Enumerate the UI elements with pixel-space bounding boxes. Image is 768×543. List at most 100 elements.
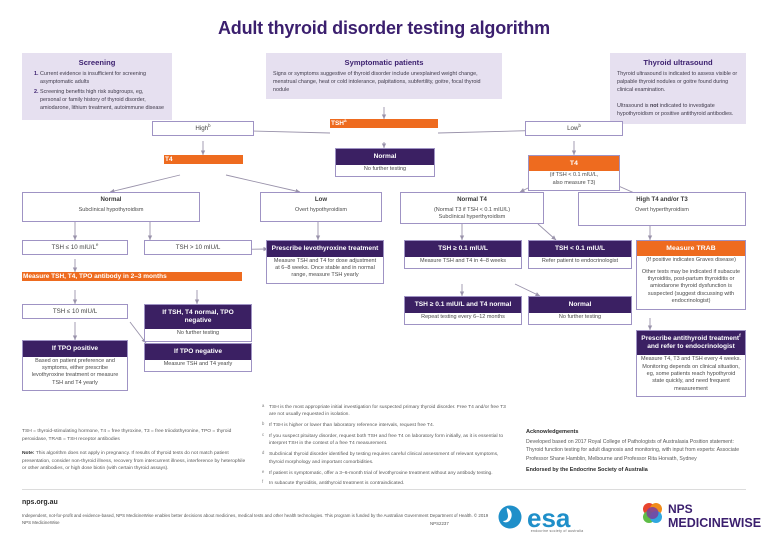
node-tsh-ge-01-t4-normal[interactable]: TSH ≥ 0.1 mIU/L and T4 normal Repeat tes… (404, 296, 522, 325)
node-tsh-t4-normal-tpo-negative-header: If TSH, T4 normal, TPO negative (145, 305, 251, 330)
node-tpo-negative[interactable]: If TPO negative Measure TSH and T4 yearl… (144, 343, 252, 372)
node-tpo-negative-body: Measure TSH and T4 yearly (163, 360, 233, 367)
abbreviations-text: TSH = thyroid-stimulating hormone, T4 = … (22, 429, 232, 442)
footnote-marker: b (262, 421, 265, 427)
symptomatic-panel: Symptomatic patients Signs or symptoms s… (266, 53, 502, 100)
screening-list: Current evidence is insufficient for scr… (22, 70, 172, 120)
node-prescribe-antithyroid-header: Prescribe antithyroid treatmentf and ref… (637, 331, 745, 356)
node-normal-no-further-body: No further testing (558, 313, 602, 320)
node-normal-top[interactable]: Normal No further testing (335, 148, 435, 177)
ultrasound-title: Thyroid ultrasound (643, 58, 713, 67)
node-low-overt-header: Low (314, 196, 328, 203)
node-high[interactable]: Highb (152, 121, 254, 136)
list-item: Screening benefits high risk subgroups, … (40, 88, 165, 112)
ultrasound-text-2: Ultrasound is not indicated to investiga… (617, 103, 734, 118)
node-normal-subclinical[interactable]: Normal Subclinical hypothyroidism (22, 192, 200, 222)
list-item: f In subacute thyroiditis, antithyroid tr… (262, 479, 510, 487)
esa-logo: esa (498, 503, 571, 533)
svg-text:NPS: NPS (668, 502, 693, 516)
node-t4-right[interactable]: T4 (if TSH < 0.1 mIU/L,also measure T3) (528, 155, 620, 191)
node-t4-right-label: T4 (529, 156, 619, 172)
footer-code: NPS2237 (430, 521, 449, 526)
list-item: Current evidence is insufficient for scr… (40, 70, 165, 86)
node-t4-left[interactable]: T4 (164, 155, 243, 164)
footer-divider (22, 489, 746, 490)
node-tsh-le-10-label: TSH ≤ 10 mIU/Le (51, 241, 99, 251)
node-tsh-le-10-b-label: TSH ≤ 10 mIU/L (52, 308, 98, 315)
node-measure-trab-header: Measure TRAB (637, 241, 745, 257)
footnote-marker: a (262, 403, 265, 408)
list-item: b If TSH is higher or lower than laborato… (262, 421, 510, 429)
node-prescribe-levothyroxine[interactable]: Prescribe levothyroxine treatment Measur… (266, 240, 384, 284)
node-tsh-ge-01-t4-normal-body: Repeat testing every 6–12 months (421, 313, 505, 320)
node-t4-right-body: (if TSH < 0.1 mIU/L,also measure T3) (549, 172, 599, 186)
node-tsh-gt-10[interactable]: TSH > 10 mIU/L (144, 240, 252, 255)
svg-text:MEDICINEWISE: MEDICINEWISE (668, 516, 761, 530)
node-tsh-ge-01-a[interactable]: TSH ≥ 0.1 mIU/L Measure TSH and T4 in 4–… (404, 240, 522, 269)
node-tsh-ge-01-t4-normal-header: TSH ≥ 0.1 mIU/L and T4 normal (405, 297, 521, 313)
node-measure-tsh-t4-tpo-label: Measure TSH, T4, TPO antibody in 2–3 mon… (23, 273, 167, 280)
node-tpo-negative-header: If TPO negative (145, 344, 251, 360)
footnote-text: If patient is symptomatic, offer a 3–6-m… (269, 470, 493, 476)
screening-title: Screening (78, 58, 116, 67)
node-prescribe-levothyroxine-body: Measure TSH and T4 for dose adjustment a… (273, 257, 377, 279)
node-t4-left-label: T4 (165, 156, 173, 163)
node-high-t4-t3-body: Overt hyperthyroidism (635, 206, 689, 213)
node-low-label: Lowb (567, 122, 581, 132)
footnote-text: If you suspect pituitary disorder, reque… (269, 434, 504, 447)
node-tsh[interactable]: TSHa (330, 117, 438, 128)
symptomatic-title: Symptomatic patients (344, 58, 424, 67)
node-low-overt-body: Overt hypothyroidism (295, 206, 347, 213)
page-title: Adult thyroid disorder testing algorithm (217, 18, 550, 38)
node-normal-no-further[interactable]: Normal No further testing (528, 296, 632, 325)
svg-text:esa: esa (527, 503, 571, 533)
footnote-marker: d (262, 450, 265, 456)
node-tsh-t4-normal-tpo-negative[interactable]: If TSH, T4 normal, TPO negative No furth… (144, 304, 252, 342)
node-tsh-label: TSHa (331, 117, 347, 127)
footer-disclaimer: Independent, not-for-profit and evidence… (22, 513, 489, 526)
nps-medicinewise-logo: NPS MEDICINEWISE (643, 502, 761, 530)
node-measure-trab-body-2: Other tests may be indicated if subacute… (641, 268, 741, 305)
node-tsh-ge-01-a-header: TSH ≥ 0.1 mIU/L (405, 241, 521, 257)
node-low[interactable]: Lowb (525, 121, 623, 136)
node-normal-no-further-header: Normal (529, 297, 631, 313)
node-tsh-le-10[interactable]: TSH ≤ 10 mIU/Le (22, 240, 128, 255)
node-normal-t4[interactable]: Normal T4 (Normal T3 if TSH < 0.1 mIU/L)… (400, 192, 544, 224)
symptomatic-text: Signs or symptoms suggestive of thyroid … (273, 71, 481, 94)
node-high-label: Highb (195, 122, 211, 132)
node-tsh-lt-01-body: Refer patient to endocrinologist (541, 257, 619, 264)
node-tsh-t4-normal-tpo-negative-body: No further testing (176, 330, 220, 337)
node-normal-t4-header: Normal T4 (457, 196, 487, 203)
node-low-overt[interactable]: Low Overt hypothyroidism (260, 192, 382, 222)
node-measure-tsh-t4-tpo[interactable]: Measure TSH, T4, TPO antibody in 2–3 mon… (22, 272, 242, 281)
node-normal-subclinical-body: Subclinical hypothyroidism (78, 206, 144, 213)
node-tsh-lt-01[interactable]: TSH < 0.1 mIU/L Refer patient to endocri… (528, 240, 632, 269)
nps-url[interactable]: nps.org.au (22, 499, 58, 506)
esa-caption: endocrine society of australia (530, 529, 584, 533)
node-normal-top-body: No further testing (363, 165, 407, 172)
node-tpo-positive[interactable]: If TPO positive Based on patient prefere… (22, 340, 128, 392)
node-tsh-le-10-b[interactable]: TSH ≤ 10 mIU/L (22, 304, 128, 319)
footnote-marker: c (262, 432, 265, 438)
footnote-marker: f (262, 479, 264, 485)
acknowledgements-title: Acknowledgements (526, 429, 579, 435)
footnote-text: Subclinical thyroid disorder identified … (269, 452, 499, 465)
node-prescribe-levothyroxine-header: Prescribe levothyroxine treatment (267, 241, 383, 257)
node-normal-t4-body: (Normal T3 if TSH < 0.1 mIU/L)Subclinica… (433, 206, 511, 221)
node-prescribe-antithyroid-body: Measure T4, T3 and TSH every 4 weeks. Mo… (641, 356, 741, 392)
footnote-text: In subacute thyroiditis, antithyroid tre… (269, 481, 405, 487)
node-tsh-gt-10-label: TSH > 10 mIU/L (175, 244, 221, 251)
list-item: d Subclinical thyroid disorder identified… (262, 450, 510, 466)
node-high-t4-t3[interactable]: High T4 and/or T3 Overt hyperthyroidism (578, 192, 746, 226)
node-tpo-positive-body: Based on patient preference and symptoms… (31, 357, 119, 386)
node-prescribe-antithyroid[interactable]: Prescribe antithyroid treatmentf and ref… (636, 330, 746, 398)
note-text: Note: This algorithm does not apply in p… (22, 450, 246, 472)
footnote-text: If TSH is higher or lower than laborator… (269, 423, 435, 429)
acknowledgements-block: Acknowledgements Developed based on 2017… (526, 429, 748, 473)
acknowledgements-endorsement: Endorsed by the Endocrine Society of Aus… (526, 466, 648, 473)
node-measure-trab[interactable]: Measure TRAB (If positive indicates Grav… (636, 240, 746, 310)
